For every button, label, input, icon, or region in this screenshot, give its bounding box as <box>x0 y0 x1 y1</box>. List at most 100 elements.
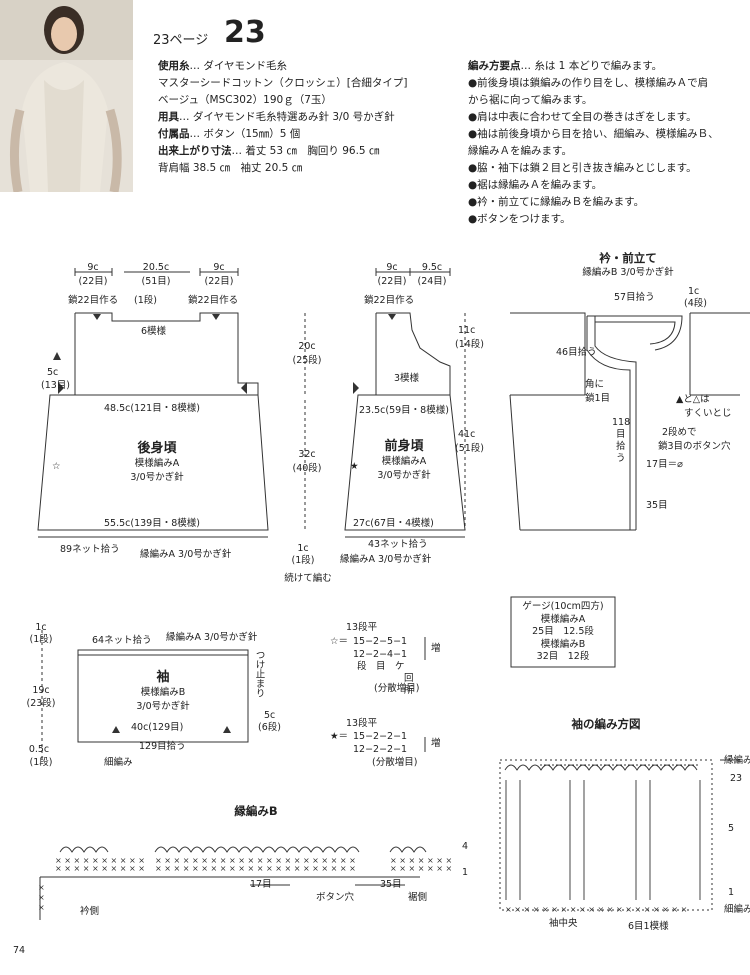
back-chain-right: 鎖22目作る <box>188 295 239 306</box>
sleeve-edging: 縁編みA 3/0号かぎ針 <box>166 632 258 643</box>
sleeve-pattern: 模様編みB <box>140 687 186 698</box>
yarn-label: 使用糸 <box>158 60 190 72</box>
border-b-row-1: 1 <box>462 867 469 878</box>
sleeve-attach: つけ止まり <box>253 650 265 698</box>
front-dim-right: 9.5c <box>421 262 443 273</box>
svg-text:× × × × × × × × × ×: × × × × × × × × × × <box>55 864 145 873</box>
border-b-row-4: 4 <box>462 841 469 852</box>
front-hook: 3/0号かぎ針 <box>377 470 431 481</box>
collar-thirty-five: 35目 <box>646 500 668 511</box>
collar-note-3: 2段めで <box>662 427 697 438</box>
points-line: ●裾は縁編みＡを編みます。 <box>468 179 603 191</box>
back-six-pattern: 6模様 <box>141 326 167 337</box>
collar-side-count: (4段) <box>684 298 707 309</box>
page-ref: 23ページ <box>153 33 209 48</box>
sleeve-chart-row-23: 23 <box>730 773 743 784</box>
back-upper-width: 48.5c(121目・8模様) <box>104 403 200 414</box>
solid-mark: ★＝ <box>330 731 349 742</box>
border-b-hem-side: 裾側 <box>408 892 428 903</box>
back-count-left: (22目) <box>78 276 108 287</box>
svg-text:× × × × × × × × × × × × × × ×: × × × × × × × × × × × × × × × × × × × × … <box>155 864 356 873</box>
hollow-row-2: 12−2−4−1 <box>353 649 408 660</box>
collar-corner-2: 鎖1目 <box>585 393 611 404</box>
front-pattern: 模様編みA <box>381 456 427 467</box>
yarn-color: ベージュ（MSC302）190ｇ（7玉） <box>158 94 332 106</box>
front-title: 前身頃 <box>384 439 424 454</box>
collar-front-pick-1: 118 <box>612 417 631 428</box>
hollow-legend-3: 所 <box>404 685 414 696</box>
center-count-1: (25段) <box>292 355 322 366</box>
continue-note: 続けて編む <box>284 573 332 584</box>
gauge-a-label: 模様編みA <box>540 614 586 625</box>
collar-front-pick-2: 目 <box>616 429 626 440</box>
gauge-title: ゲージ(10cm四方) <box>522 601 604 612</box>
back-pattern: 模様編みA <box>134 458 180 469</box>
back-one-row: (1段) <box>134 295 157 306</box>
hollow-legend-2: 回 <box>404 673 414 684</box>
collar-side-dim: 1c <box>688 286 700 297</box>
sleeve-sc-label: 細編み <box>104 757 133 768</box>
front-dim-left: 9c <box>386 262 398 273</box>
border-b-buttonhole: ボタン穴 <box>316 892 355 903</box>
points-line: ●袖は前後身頃から目を拾い、細編み、模様編みＢ、 <box>468 128 719 140</box>
solid-row-1: 15−2−2−1 <box>353 731 408 742</box>
sleeve-top-dim: 1c <box>35 622 47 633</box>
size-text-2: 背肩幅 38.5 ㎝ 袖丈 20.5 ㎝ <box>158 162 303 174</box>
front-total-count: (51段) <box>455 443 485 454</box>
sleeve-mid-count: (23段) <box>26 698 56 709</box>
front-count-right: (24目) <box>417 276 447 287</box>
front-neck-count: (14段) <box>455 339 485 350</box>
sleeve-chart-repeat: 6目1模様 <box>628 921 669 932</box>
svg-text:× × × × × × ×: × × × × × × × <box>390 864 452 873</box>
hollow-legend: 段 目 ケ <box>357 661 405 672</box>
collar-front-pick-3: 拾 <box>616 441 626 452</box>
sleeve-hook: 3/0号かぎ針 <box>136 701 190 712</box>
svg-text:× × × × × × ×: × × × × × × × <box>390 856 452 865</box>
yarn-maker: … ダイヤモンド毛糸 <box>189 60 288 72</box>
front-star-mark: ★ <box>350 461 359 472</box>
sleeve-pickup-top: 64ネット拾う <box>92 635 152 646</box>
sleeve-chart-title: 袖の編み方図 <box>571 717 641 731</box>
points-title: 編み方要点 <box>468 60 521 72</box>
back-pickup: 89ネット拾う <box>60 544 120 555</box>
points-line: ●前後身頃は鎖編みの作り目をし、模様編みＡで肩 <box>468 77 709 89</box>
center-dim-3: 1c <box>297 543 309 554</box>
sleeve-mid-dim: 19c <box>32 685 50 696</box>
points-intro: … 糸は 1 本どりで編みます。 <box>520 60 663 72</box>
collar-sub: 縁編みB 3/0号かぎ針 <box>582 267 674 278</box>
svg-text:×: × <box>38 883 45 892</box>
points-line: 縁編みＡを編みます。 <box>468 145 572 157</box>
svg-text:×: × <box>38 903 45 912</box>
sleeve-chart-right-2: 細編み <box>724 904 750 915</box>
collar-note-1: ▲と△は <box>676 394 710 405</box>
points-line: から裾に向って編みます。 <box>468 94 593 106</box>
front-neck-dim: 11c <box>458 325 476 336</box>
svg-text:× × × × × × × × × × × × × × ×: × × × × × × × × × × × × × × × × × × × × … <box>155 856 356 865</box>
border-b-thirty-five: 35目 <box>380 879 402 890</box>
sleeve-chart-right-1: 縁編み <box>724 755 750 766</box>
sleeve-chart-row-5: 5 <box>728 823 735 834</box>
sleeve-pickup-bottom: 129目拾う <box>139 741 186 752</box>
size-text: … 着丈 53 ㎝ 胸回り 96.5 ㎝ <box>231 145 380 157</box>
back-count-center: (51目) <box>141 276 171 287</box>
sleeve-chart-center: 袖中央 <box>549 918 578 929</box>
collar-note-2: すくいとじ <box>684 408 732 419</box>
sleeve-width: 40c(129目) <box>131 722 184 733</box>
back-title: 後身頃 <box>137 441 177 456</box>
tools-text: … ダイヤモンド毛糸特選あみ針 3/0 号かぎ針 <box>179 111 395 123</box>
border-b-title: 縁編みB <box>234 804 278 818</box>
size-label: 出来上がり寸法 <box>158 145 232 157</box>
notions-text: … ボタン（15㎜）5 個 <box>189 128 301 140</box>
points-line: ●ボタンをつけます。 <box>468 213 571 225</box>
back-side-dim: 5c <box>47 367 59 378</box>
collar-neck-pick: 57目拾う <box>614 292 655 303</box>
front-count-left: (22目) <box>377 276 407 287</box>
solid-tag: 増 <box>431 738 441 749</box>
hollow-mark: ☆＝ <box>330 636 349 647</box>
border-b-seventeen: 17目 <box>250 879 272 890</box>
notions-label: 付属品 <box>158 128 190 140</box>
back-count-right: (22目) <box>204 276 234 287</box>
points-line: ●脇・袖下は鎖２目と引き抜き編みとじします。 <box>468 162 697 174</box>
yarn-name: マスターシードコットン（クロッシェ）[合細タイプ] <box>158 77 408 89</box>
